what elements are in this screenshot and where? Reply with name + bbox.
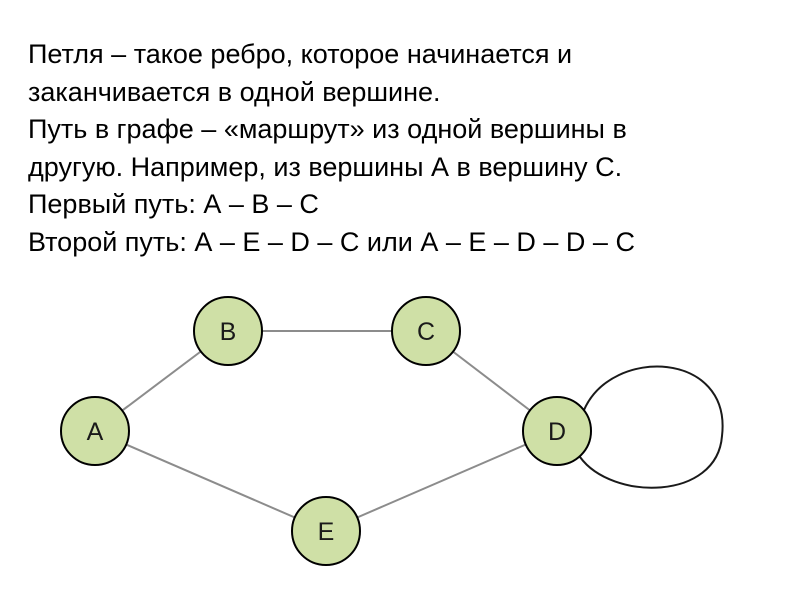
node-a: A bbox=[60, 396, 130, 466]
loop-d bbox=[579, 365, 724, 489]
node-circle-d bbox=[522, 396, 592, 466]
edge-a-e bbox=[94, 430, 327, 532]
node-b: B bbox=[193, 296, 263, 366]
node-c: C bbox=[391, 296, 461, 366]
text-line-3: Путь в графе – «маршрут» из одной вершин… bbox=[28, 114, 627, 144]
node-label-d: D bbox=[548, 418, 566, 446]
text-line-5: Первый путь: А – В – С bbox=[28, 189, 319, 219]
node-label-b: B bbox=[220, 318, 237, 346]
node-label-e: E bbox=[318, 518, 335, 546]
text-line-2: заканчивается в одной вершине. bbox=[28, 76, 441, 107]
node-circle-b bbox=[193, 296, 263, 366]
slide-text: Петля – такое ребро, которое начинается … bbox=[28, 36, 778, 261]
node-label-c: C bbox=[417, 318, 435, 346]
edge-e-d bbox=[325, 430, 558, 532]
node-circle-e bbox=[291, 496, 361, 566]
text-line-6: Второй путь: А – Е – D – С или А – Е – D… bbox=[28, 226, 635, 257]
text-line-4: другую. Например, из вершины А в вершину… bbox=[28, 151, 623, 182]
node-circle-c bbox=[391, 296, 461, 366]
loops-layer bbox=[579, 365, 724, 489]
node-d: D bbox=[522, 396, 592, 466]
node-label-a: A bbox=[87, 418, 104, 446]
node-e: E bbox=[291, 496, 361, 566]
node-circle-a bbox=[60, 396, 130, 466]
nodes-layer: A B C D E bbox=[60, 296, 592, 566]
text-line-1: Петля – такое ребро, которое начинается … bbox=[28, 39, 573, 69]
